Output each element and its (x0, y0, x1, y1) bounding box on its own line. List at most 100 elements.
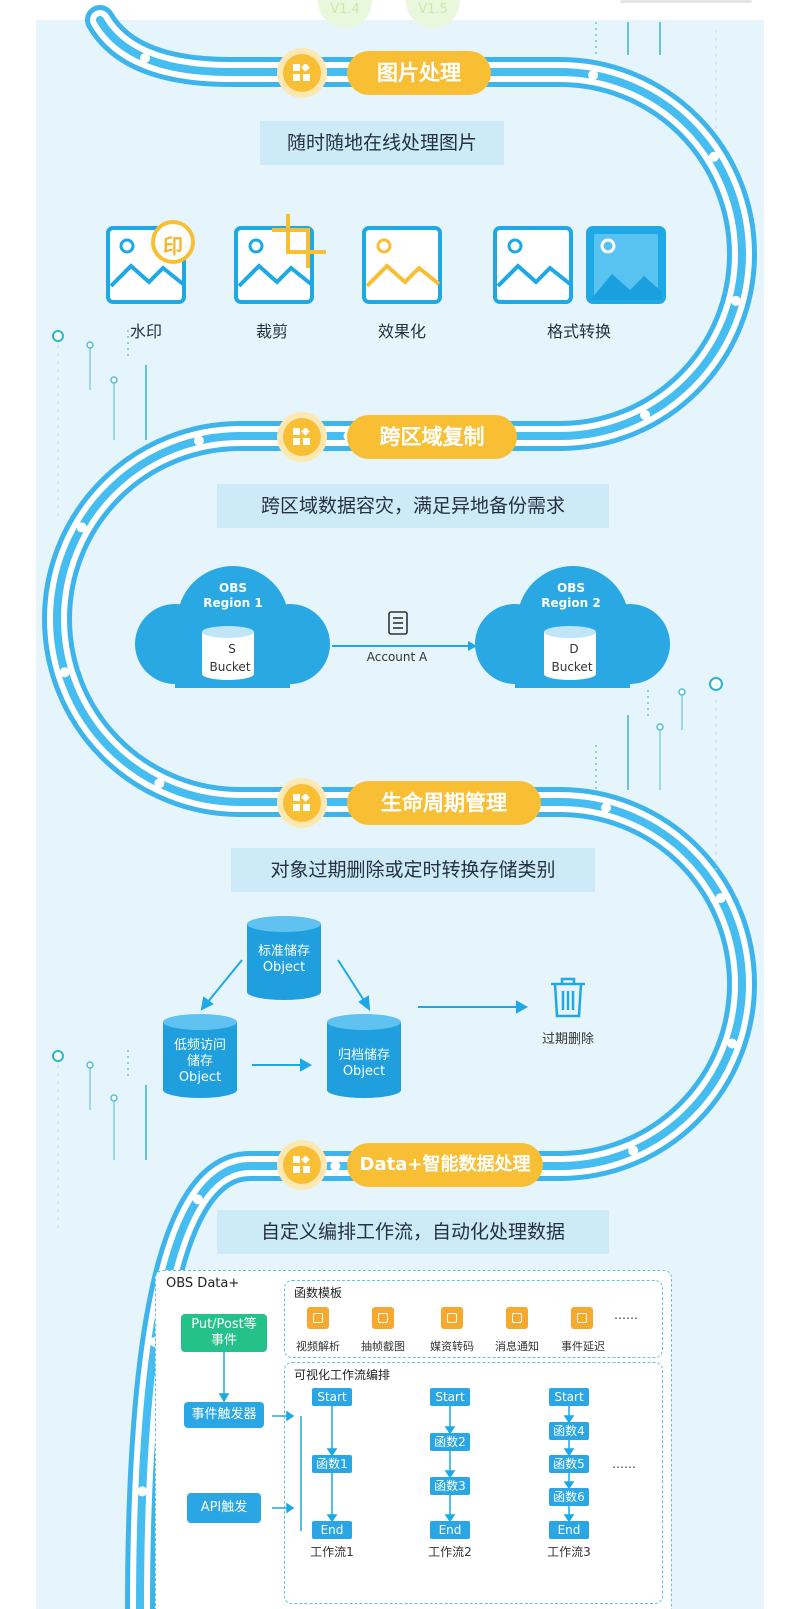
delete-label: 过期删除 (541, 1032, 595, 1047)
road-dot (154, 778, 165, 789)
image-item-effect: 效果化 (377, 322, 427, 341)
version-label-1: V1.4 (330, 2, 360, 17)
road-dot (708, 151, 719, 162)
account-label: Account A (366, 650, 428, 664)
wf3-func4: 函数4 (549, 1422, 589, 1440)
standard-line1: 标准储存 (257, 944, 310, 959)
target-bucket-letter: D (569, 642, 579, 656)
section-3-title: 生命周期管理 (347, 781, 541, 825)
wf2-start: Start (430, 1388, 470, 1406)
crop-image-icon (234, 214, 326, 304)
road-dot (76, 522, 87, 533)
wf1-end: End (312, 1521, 352, 1539)
event-trigger-button: 事件触发器 (184, 1402, 264, 1428)
section-1-badge (277, 48, 327, 98)
road-dot (137, 1486, 148, 1497)
target-cloud-line2: Region 2 (541, 596, 601, 610)
road-dot (715, 893, 726, 904)
template-item-1: 视频解析 (296, 1340, 340, 1353)
frame-capture-icon (372, 1307, 394, 1329)
workflow-node-arrows (326, 1406, 575, 1523)
road-dot (59, 667, 70, 678)
media-transcode-icon (441, 1307, 463, 1329)
road-dot (727, 1038, 738, 1049)
api-trigger-button: API触发 (187, 1493, 261, 1523)
watermark-image-icon (106, 220, 195, 304)
event-trigger-source: Put/Post等 事件 (181, 1314, 267, 1352)
image-item-format: 格式转换 (546, 322, 612, 341)
section-2-subtitle: 跨区域数据容灾，满足异地备份需求 (217, 484, 609, 528)
template-item-5: 事件延迟 (561, 1340, 605, 1353)
trash-icon (551, 977, 585, 1018)
format-target-image-icon (586, 226, 666, 304)
template-item-3: 媒资转码 (430, 1340, 474, 1353)
road-dot (640, 409, 651, 420)
workflow-arrows (218, 1352, 302, 1531)
workflow-1-name: 工作流1 (310, 1545, 354, 1559)
infrequent-line3: Object (178, 1070, 222, 1085)
target-cloud (475, 566, 670, 688)
top-scrollbar (620, 0, 752, 3)
wf2-func2: 函数2 (430, 1433, 470, 1451)
wf3-start: Start (549, 1388, 589, 1406)
event-line1: Put/Post等 (191, 1317, 257, 1332)
template-item-2: 抽帧截图 (361, 1340, 405, 1353)
road-dot (588, 70, 599, 81)
wf1-func1: 函数1 (312, 1455, 352, 1473)
apps-icon (293, 64, 310, 81)
section-3-badge (277, 778, 327, 828)
wf1-start: Start (312, 1388, 352, 1406)
standard-line2: Object (262, 960, 306, 975)
road-dot (193, 435, 204, 446)
effect-image-icon (362, 226, 442, 304)
archive-line2: Object (342, 1064, 386, 1079)
workflow-panel (284, 1362, 663, 1604)
source-cloud-line2: Region 1 (203, 596, 263, 610)
source-cloud (135, 566, 330, 688)
target-cloud-line1: OBS (557, 581, 585, 595)
archive-line1: 归档储存 (337, 1048, 390, 1063)
image-item-watermark: 水印 (129, 322, 163, 341)
archive-storage-cylinder: 归档储存 Object (327, 1014, 401, 1098)
standard-storage-cylinder: 标准储存 Object (247, 916, 321, 1000)
wf3-func5: 函数5 (549, 1455, 589, 1473)
apps-icon (293, 1156, 310, 1173)
infrequent-line1: 低频访问 (173, 1038, 226, 1053)
wf3-func6: 函数6 (549, 1488, 589, 1506)
message-notify-icon (506, 1307, 528, 1329)
source-bucket-label: Bucket (209, 660, 251, 674)
video-parse-icon (307, 1307, 329, 1329)
template-panel (284, 1280, 663, 1358)
source-cloud-line1: OBS (219, 581, 247, 595)
template-item-4: 消息通知 (495, 1340, 539, 1353)
infrequent-line2: 储存 (186, 1054, 213, 1069)
section-2-title: 跨区域复制 (347, 415, 517, 459)
section-1-title: 图片处理 (347, 51, 491, 95)
format-source-image-icon (493, 226, 573, 304)
event-line2: 事件 (210, 1333, 237, 1348)
road-dot (600, 802, 611, 813)
road-dot (730, 295, 741, 306)
road-dot (628, 1145, 639, 1156)
wf3-end: End (549, 1521, 589, 1539)
workflow-2-name: 工作流2 (428, 1545, 472, 1559)
section-2-badge (277, 412, 327, 462)
section-4-subtitle: 自定义编排工作流，自动化处理数据 (217, 1210, 609, 1254)
apps-icon (293, 428, 310, 445)
version-label-2: V1.5 (418, 2, 448, 17)
template-panel-title: 函数模板 (294, 1286, 343, 1300)
image-item-crop: 裁剪 (255, 322, 289, 341)
apps-icon (293, 794, 310, 811)
source-bucket-letter: S (228, 642, 236, 656)
event-delay-icon (571, 1307, 593, 1329)
road-dot (192, 1194, 203, 1205)
road-dot (330, 1161, 341, 1171)
workflow-more: …… (612, 1457, 636, 1471)
workflow-3-name: 工作流3 (547, 1545, 591, 1559)
target-bucket-label: Bucket (551, 660, 593, 674)
lifecycle-arrows (200, 959, 529, 1072)
workflow-panel-title: 可视化工作流编排 (294, 1368, 391, 1382)
replication-arrow (332, 611, 477, 651)
section-4-title: Data+智能数据处理 (347, 1143, 543, 1187)
section-3-subtitle: 对象过期删除或定时转换存储类别 (231, 848, 595, 892)
